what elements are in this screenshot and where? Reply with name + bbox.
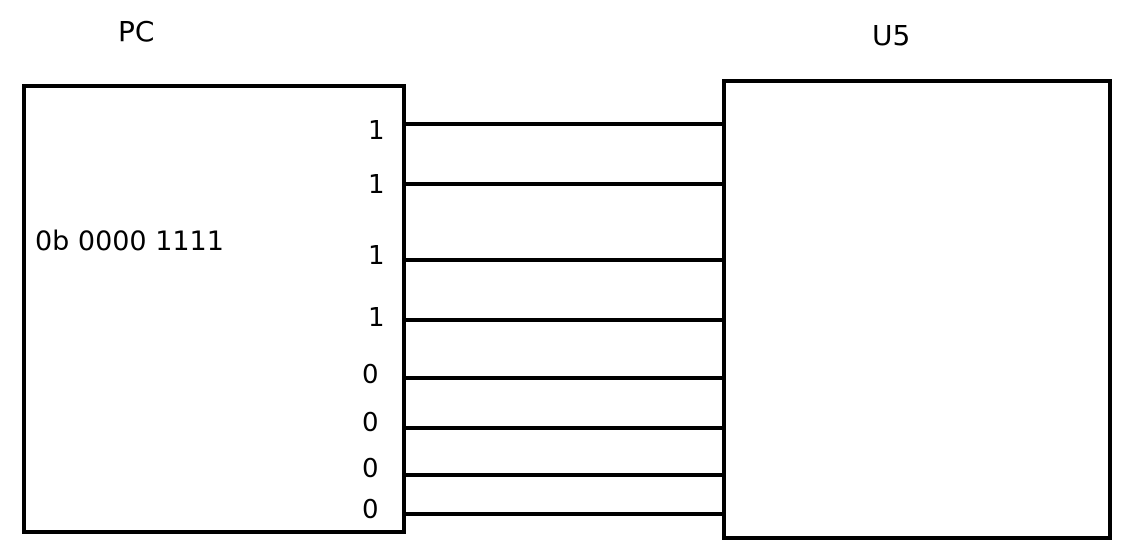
bit-label-6: 0 (362, 454, 379, 484)
bit-label-4: 0 (362, 360, 379, 390)
u5-block (722, 79, 1112, 540)
u5-title: U5 (872, 19, 911, 52)
pc-block (22, 84, 406, 534)
bit-label-2: 1 (368, 241, 385, 271)
bit-label-1: 1 (368, 170, 385, 200)
bit-label-0: 1 (368, 116, 385, 146)
pc-title: PC (118, 15, 155, 48)
pc-register-value: 0b 0000 1111 (35, 226, 224, 257)
bit-label-3: 1 (368, 303, 385, 333)
bit-label-5: 0 (362, 408, 379, 438)
bit-label-7: 0 (362, 495, 379, 525)
